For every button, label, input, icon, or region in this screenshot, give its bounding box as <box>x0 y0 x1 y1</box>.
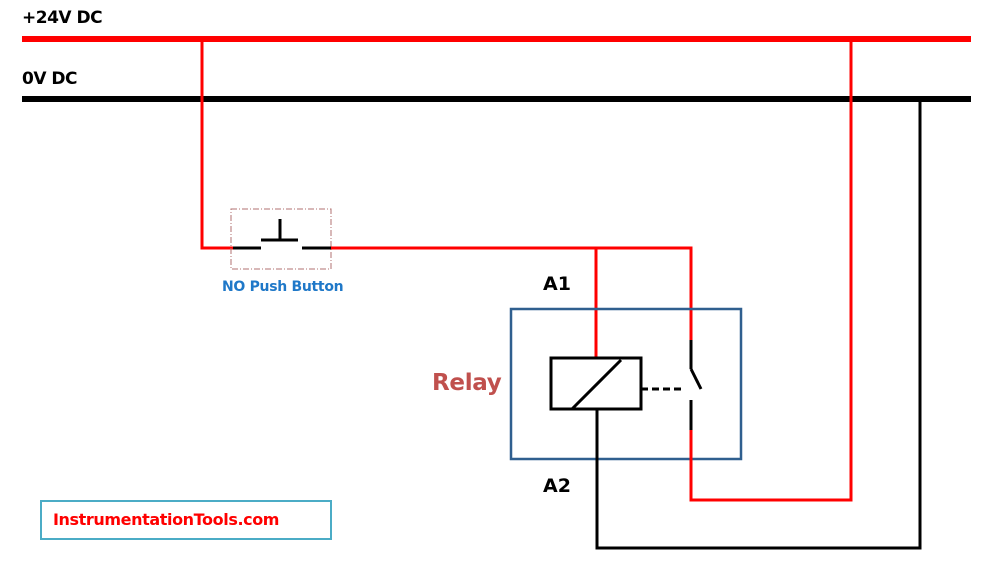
relay-contact <box>689 340 703 430</box>
negative-rail-label: 0V DC <box>22 69 78 89</box>
terminal-a1-label: A1 <box>543 273 571 295</box>
wire-contact-to-positive-rail <box>689 39 853 502</box>
push-button-frame <box>230 208 332 270</box>
relay-coil <box>549 356 643 411</box>
wire-a2-to-negative-rail <box>595 99 922 550</box>
relay-box <box>509 307 743 461</box>
terminal-a2-label: A2 <box>543 475 571 497</box>
push-button-symbol <box>233 219 331 250</box>
wire-positive-to-push-button <box>200 39 233 250</box>
relay-label: Relay <box>432 370 502 396</box>
brand-box: InstrumentationTools.com <box>40 500 332 540</box>
push-button-label: NO Push Button <box>222 279 344 295</box>
positive-rail-label: +24V DC <box>22 8 103 28</box>
brand-text: InstrumentationTools.com <box>53 510 280 529</box>
